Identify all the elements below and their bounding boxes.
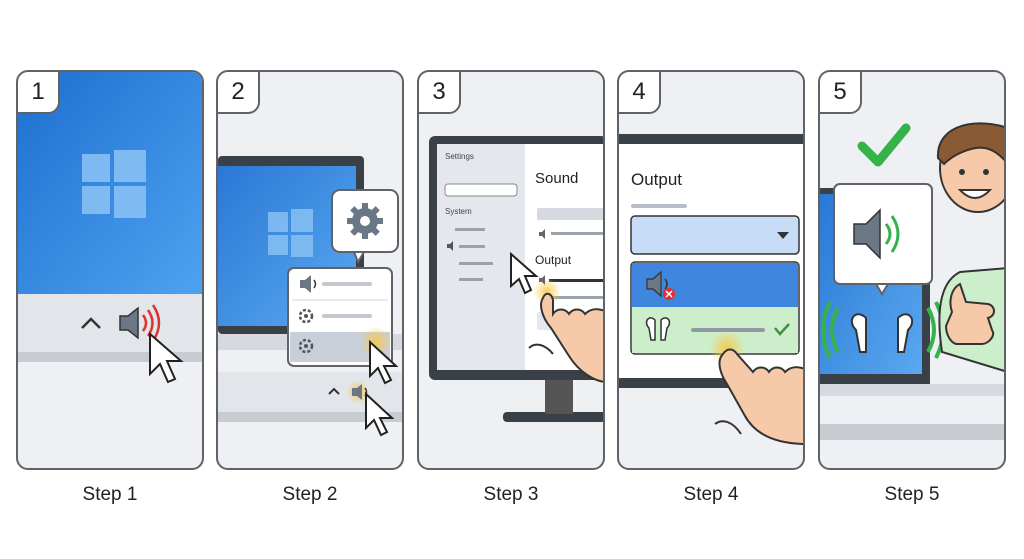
- taskbar: [18, 294, 202, 352]
- step-3-panel: 3 Settings Sy: [417, 70, 605, 470]
- settings-window-title: Settings: [445, 152, 474, 161]
- speaker-icon: [300, 275, 317, 293]
- chevron-up-icon: [81, 317, 101, 329]
- mouse-cursor-icon: [510, 251, 539, 295]
- chevron-down-icon: [777, 232, 789, 239]
- speaker-icon: [539, 229, 545, 239]
- chevron-up-icon: [328, 387, 340, 395]
- speaker-icon: [646, 270, 668, 298]
- step-4-badge: 4: [619, 72, 661, 114]
- hand-pointer-icon: [528, 292, 603, 383]
- mouse-cursor-icon: [149, 331, 184, 384]
- output-dropdown: [630, 215, 800, 255]
- step-5-panel: 5: [818, 70, 1006, 470]
- speaker-icon: [853, 208, 900, 260]
- earbuds-icon: [850, 313, 914, 353]
- thumbs-up-person: [936, 122, 1004, 372]
- windows-logo-icon: [268, 209, 313, 257]
- earbuds-icon: [645, 317, 671, 341]
- step-2-panel: 2: [216, 70, 404, 470]
- gear-icon: [298, 308, 314, 324]
- speaker-icon: [539, 275, 545, 285]
- output-heading: Output: [631, 170, 683, 189]
- step-4-panel: 4 Output: [617, 70, 805, 470]
- checkmark-icon: [774, 323, 790, 336]
- gear-icon: [298, 338, 314, 354]
- step-1-caption: Step 1: [82, 484, 138, 505]
- checkmark-icon: [857, 123, 911, 167]
- step-3-badge: 3: [419, 72, 461, 114]
- sound-bubble: [833, 183, 933, 285]
- settings-sidebar-system: System: [445, 207, 472, 216]
- step-2-caption: Step 2: [282, 484, 338, 505]
- step-3-caption: Step 3: [483, 484, 539, 505]
- step-1-panel: 1: [16, 70, 204, 470]
- step-4-caption: Step 4: [683, 484, 739, 505]
- monitor-stand: [503, 412, 603, 422]
- output-subheading: Output: [535, 253, 572, 267]
- step-1-badge: 1: [18, 72, 60, 114]
- step-5-badge: 5: [820, 72, 862, 114]
- sound-heading: Sound: [535, 170, 579, 187]
- step-1-illustration: [18, 72, 202, 384]
- speaker-icon: [447, 241, 453, 251]
- mouse-cursor-icon: [369, 339, 399, 385]
- step-3-illustration: [429, 136, 603, 422]
- step-2-badge: 2: [218, 72, 260, 114]
- step-2-illustration: [218, 156, 402, 437]
- step-4-illustration: [619, 134, 803, 445]
- step-5-illustration: [820, 122, 1004, 440]
- step-5-caption: Step 5: [884, 484, 940, 505]
- gear-icon: [347, 203, 383, 239]
- windows-logo-icon: [82, 150, 146, 218]
- mouse-cursor-icon: [365, 391, 395, 437]
- hand-pointer-icon: [714, 348, 803, 445]
